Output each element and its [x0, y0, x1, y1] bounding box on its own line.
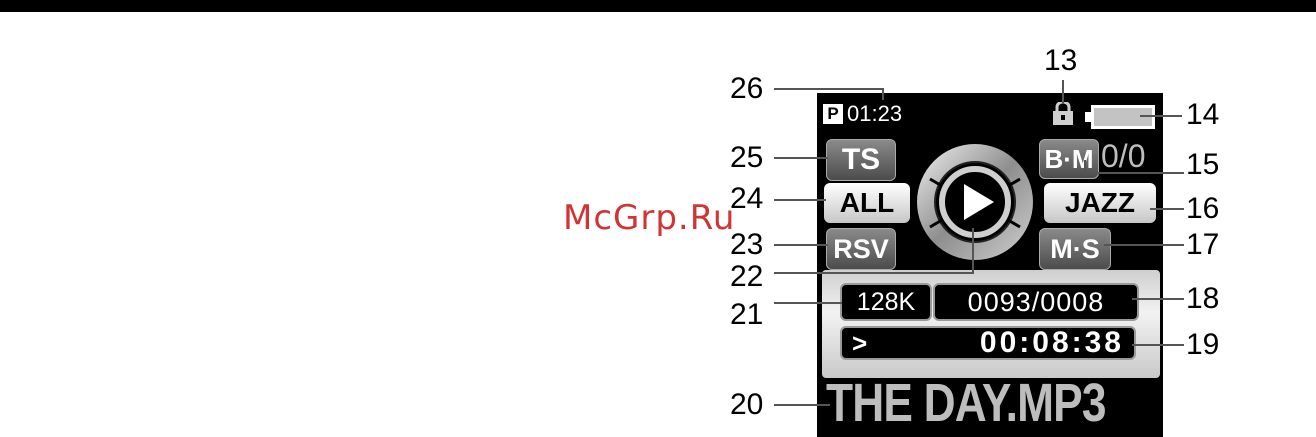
callout-18: 18: [1186, 284, 1219, 314]
callout-22: 22: [730, 262, 763, 292]
callout-24: 24: [730, 184, 763, 214]
play-mode-badge: P: [823, 104, 843, 124]
leader-15-drop: [1084, 160, 1086, 174]
callout-14: 14: [1186, 100, 1219, 130]
callout-13: 13: [1044, 46, 1077, 76]
eq-jazz-indicator: JAZZ: [1044, 183, 1156, 223]
battery-icon: [1085, 104, 1157, 130]
callout-20: 20: [730, 390, 763, 420]
ms-indicator: M·S: [1039, 228, 1111, 270]
filename: THE DAY.MP3: [826, 372, 1106, 434]
repeat-all-indicator: ALL: [824, 183, 910, 223]
play-icon: [912, 134, 1038, 270]
total-time-display: > 00:08:38: [840, 326, 1136, 360]
callout-15: 15: [1186, 150, 1219, 180]
elapsed-time-indicator: P 01:23: [823, 101, 902, 127]
lock-icon: [1050, 102, 1076, 126]
leader-25: [774, 157, 828, 159]
elapsed-time: 01:23: [847, 101, 902, 127]
leader-18: [1132, 298, 1184, 300]
callout-23: 23: [730, 230, 763, 260]
progress-arrow-icon: >: [852, 328, 867, 359]
top-black-bar: [0, 0, 1316, 12]
callout-19: 19: [1186, 330, 1219, 360]
rsv-indicator: RSV: [826, 228, 896, 270]
leader-21: [774, 302, 842, 304]
leader-13: [1062, 80, 1064, 104]
callout-16: 16: [1186, 194, 1219, 224]
leader-26-drop: [882, 88, 884, 100]
leader-16: [1150, 208, 1184, 210]
leader-22: [774, 272, 974, 274]
callout-26: 26: [730, 74, 763, 104]
watermark: McGrp.Ru: [563, 198, 735, 238]
callout-25: 25: [730, 143, 763, 173]
callout-21: 21: [730, 300, 763, 330]
leader-23: [774, 244, 828, 246]
leader-15: [1084, 172, 1184, 174]
total-time: 00:08:38: [980, 326, 1124, 360]
callout-17: 17: [1186, 230, 1219, 260]
leader-14: [1140, 115, 1182, 117]
bitrate-display: 128K: [840, 283, 932, 321]
track-counter-display: 0093/0008: [933, 283, 1139, 321]
leader-19: [1132, 344, 1184, 346]
bookmark-count: 0/0: [1101, 138, 1145, 175]
leader-22-rise: [972, 228, 974, 274]
leader-20: [774, 404, 830, 406]
leader-17: [1104, 244, 1184, 246]
ts-indicator: TS: [826, 139, 896, 181]
leader-26: [774, 88, 884, 90]
leader-24: [774, 199, 826, 201]
